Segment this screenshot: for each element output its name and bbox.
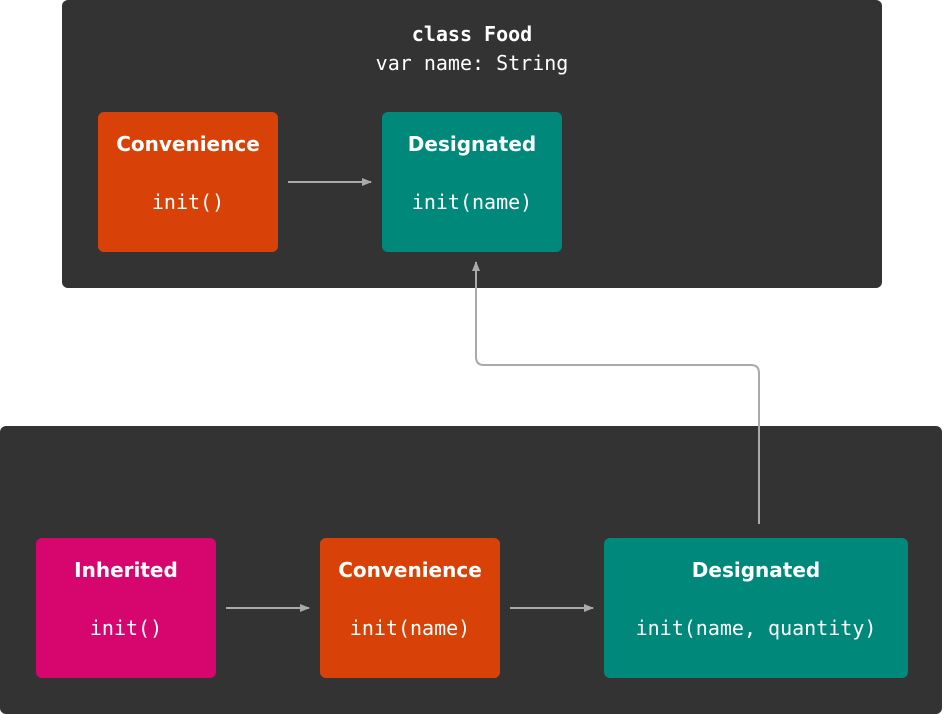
class-title: class Food bbox=[411, 22, 533, 46]
subclass-inherited-initializer: Inherited init() bbox=[36, 538, 216, 678]
initializer-signature: init(name) bbox=[349, 616, 471, 640]
initializer-kind-label: Designated bbox=[691, 558, 821, 582]
initializer-signature: init() bbox=[151, 190, 225, 214]
superclass-designated-initializer: Designated init(name) bbox=[382, 112, 562, 252]
initializer-signature: init() bbox=[89, 616, 163, 640]
class-property: var name: String bbox=[375, 51, 569, 75]
initializer-kind-label: Convenience bbox=[338, 558, 482, 582]
initializer-kind-label: Convenience bbox=[116, 132, 260, 156]
subclass-designated-initializer: Designated init(name, quantity) bbox=[604, 538, 908, 678]
subclass-convenience-initializer: Convenience init(name) bbox=[320, 538, 500, 678]
superclass-convenience-initializer: Convenience init() bbox=[98, 112, 278, 252]
initializer-kind-label: Designated bbox=[407, 132, 537, 156]
initializer-signature: init(name) bbox=[411, 190, 533, 214]
initializer-kind-label: Inherited bbox=[74, 558, 178, 582]
initializer-signature: init(name, quantity) bbox=[635, 616, 877, 640]
